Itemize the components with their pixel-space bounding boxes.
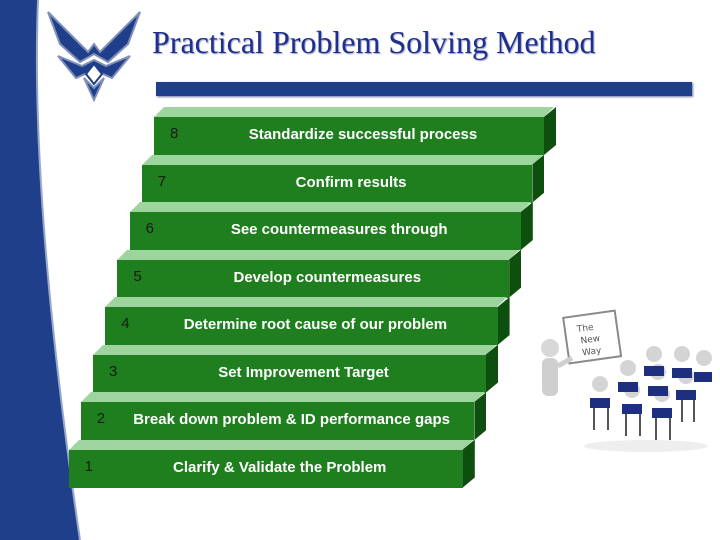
step-number: 6 [145, 220, 154, 237]
board-text-2: New [580, 334, 601, 347]
step-side-face [474, 392, 486, 440]
step-6: 6 See countermeasures through [129, 212, 521, 250]
step-number: 7 [157, 172, 167, 190]
step-2: 2 Break down problem & ID performance gap… [80, 402, 475, 440]
step-side-face [463, 440, 475, 488]
presenter-with-audience-icon: The New Way [541, 309, 712, 452]
step-number: 3 [109, 362, 118, 380]
step-number: 5 [133, 267, 142, 285]
step-5: 5 Develop countermeasures [117, 259, 510, 298]
step-top-face [129, 202, 531, 212]
step-label: Standardize successful process [248, 126, 478, 143]
air-force-wings-emblem-icon [47, 11, 141, 103]
step-top-face [117, 249, 520, 260]
step-label: Break down problem & ID performance gaps [133, 411, 450, 428]
step-label: Develop countermeasures [233, 268, 422, 286]
step-label: Clarify & Validate the Problem [172, 458, 387, 476]
step-4: 4 Determine root cause of our problem [105, 307, 498, 345]
step-top-face [141, 154, 543, 165]
step-number: 1 [84, 457, 93, 475]
step-7: 7 Confirm results [141, 164, 533, 203]
step-number: 8 [170, 125, 179, 142]
board-text-3: Way [582, 346, 603, 359]
step-side-face [498, 297, 510, 345]
step-label: Determine root cause of our problem [183, 316, 448, 333]
title-underline-bar [156, 82, 692, 96]
step-top-face [105, 297, 508, 307]
step-side-face [521, 202, 533, 250]
step-top-face [68, 439, 473, 450]
step-side-face [509, 250, 521, 298]
step-label: Confirm results [295, 173, 407, 191]
step-side-face [532, 155, 544, 203]
page-title: Practical Problem Solving Method [152, 24, 596, 60]
step-number: 2 [96, 410, 106, 427]
step-8: 8 Standardize successful process [154, 117, 544, 155]
step-top-face [80, 392, 485, 402]
step-side-face [544, 107, 556, 155]
step-top-face [93, 344, 496, 355]
step-top-face [154, 107, 554, 117]
step-label: See countermeasures through [230, 221, 448, 238]
step-1: 1 Clarify & Validate the Problem [68, 449, 463, 488]
step-label: Set Improvement Target [218, 363, 389, 381]
step-number: 4 [121, 315, 130, 332]
board-text-1: The [575, 323, 594, 335]
step-3: 3 Set Improvement Target [93, 354, 486, 393]
step-side-face [486, 345, 498, 393]
